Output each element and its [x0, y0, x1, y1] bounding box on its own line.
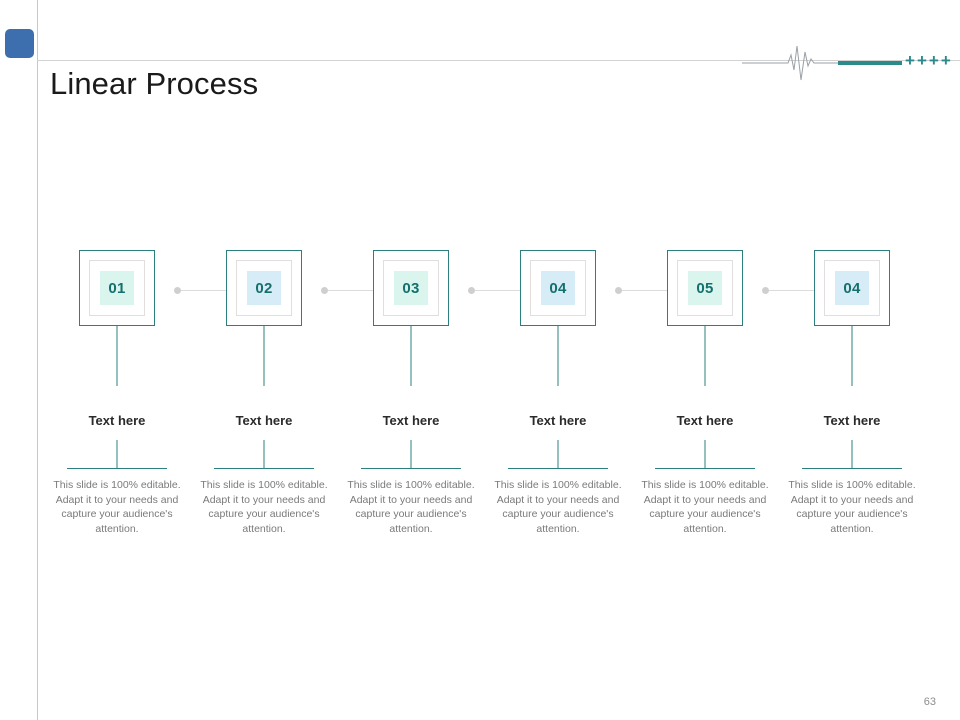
step-node-inner-border: 04 [824, 260, 880, 316]
step-node-4[interactable]: 04 [520, 250, 596, 326]
process-step-4[interactable]: 04 Text here This slide is 100% editable… [485, 250, 631, 535]
connector-5-6 [762, 287, 814, 294]
step-heading-2: Text here [235, 413, 293, 428]
connector-dot-icon [468, 287, 475, 294]
plus-icon-1: + [905, 51, 915, 70]
connector-2-3 [321, 287, 373, 294]
step-underline [508, 468, 608, 469]
step-node-6[interactable]: 04 [814, 250, 890, 326]
step-stem-lower [704, 440, 706, 468]
step-underline [655, 468, 755, 469]
step-stem [557, 326, 559, 386]
step-heading-1: Text here [88, 413, 146, 428]
step-node-inner-border: 03 [383, 260, 439, 316]
step-number-6: 04 [835, 271, 869, 305]
step-node-inner-border: 02 [236, 260, 292, 316]
step-stem-lower [263, 440, 265, 468]
step-underline [361, 468, 461, 469]
step-node-1[interactable]: 01 [79, 250, 155, 326]
step-body-2: This slide is 100% editable. Adapt it to… [200, 479, 328, 535]
step-number-1: 01 [100, 271, 134, 305]
page-title: Linear Process [50, 66, 259, 101]
process-step-2[interactable]: 02 Text here This slide is 100% editable… [191, 250, 337, 535]
connector-4-5 [615, 287, 667, 294]
step-number-2: 02 [247, 271, 281, 305]
step-heading-5: Text here [676, 413, 734, 428]
step-node-inner-border: 01 [89, 260, 145, 316]
step-underline [214, 468, 314, 469]
step-stem-lower [410, 440, 412, 468]
step-node-inner-border: 05 [677, 260, 733, 316]
connector-line [181, 290, 226, 291]
step-body-1: This slide is 100% editable. Adapt it to… [53, 479, 181, 535]
step-heading-4: Text here [529, 413, 587, 428]
step-underline [802, 468, 902, 469]
step-body-6: This slide is 100% editable. Adapt it to… [788, 479, 916, 535]
left-vertical-rule [37, 0, 38, 720]
step-stem-lower [851, 440, 853, 468]
step-body-3: This slide is 100% editable. Adapt it to… [347, 479, 475, 535]
header-horizontal-rule [37, 60, 960, 61]
connector-3-4 [468, 287, 520, 294]
step-number-5: 05 [688, 271, 722, 305]
step-underline [67, 468, 167, 469]
step-body-4: This slide is 100% editable. Adapt it to… [494, 479, 622, 535]
step-stem [410, 326, 412, 386]
step-number-4: 04 [541, 271, 575, 305]
connector-line [328, 290, 373, 291]
process-step-1[interactable]: 01 Text here This slide is 100% editable… [44, 250, 190, 535]
process-step-5[interactable]: 05 Text here This slide is 100% editable… [632, 250, 778, 535]
connector-dot-icon [762, 287, 769, 294]
page-number: 63 [923, 696, 936, 708]
process-step-6[interactable]: 04 Text here This slide is 100% editable… [779, 250, 925, 535]
connector-dot-icon [174, 287, 181, 294]
connector-1-2 [174, 287, 226, 294]
plus-icon-2: + [916, 51, 927, 70]
heartbeat-line-icon [742, 40, 960, 86]
step-node-5[interactable]: 05 [667, 250, 743, 326]
step-node-inner-border: 04 [530, 260, 586, 316]
connector-dot-icon [615, 287, 622, 294]
step-stem-lower [116, 440, 118, 468]
connector-dot-icon [321, 287, 328, 294]
logo-square-icon [5, 29, 34, 58]
step-body-5: This slide is 100% editable. Adapt it to… [641, 479, 769, 535]
step-stem [116, 326, 118, 386]
connector-line [475, 290, 520, 291]
step-node-2[interactable]: 02 [226, 250, 302, 326]
plus-icon-3: + [928, 51, 939, 70]
step-stem [704, 326, 706, 386]
step-stem [263, 326, 265, 386]
plus-marks-decoration: + + + + [905, 52, 951, 69]
step-heading-3: Text here [382, 413, 440, 428]
process-step-3[interactable]: 03 Text here This slide is 100% editable… [338, 250, 484, 535]
connector-line [769, 290, 814, 291]
step-node-3[interactable]: 03 [373, 250, 449, 326]
step-heading-6: Text here [823, 413, 881, 428]
step-stem [851, 326, 853, 386]
step-number-3: 03 [394, 271, 428, 305]
plus-icon-4: + [940, 51, 951, 70]
connector-line [622, 290, 667, 291]
step-stem-lower [557, 440, 559, 468]
